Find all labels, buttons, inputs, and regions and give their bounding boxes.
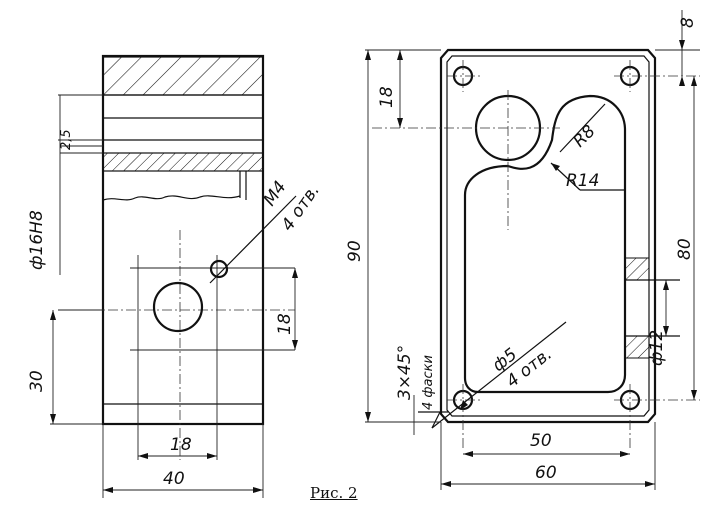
r14-arrow [551, 163, 560, 171]
hole-leader [431, 321, 567, 429]
label-top-offset-18: 18 [377, 86, 397, 108]
cavity-outline [463, 94, 627, 394]
through-hole-section-bottom [624, 335, 650, 359]
label-width-40: 40 [163, 469, 185, 489]
label-width-60: 60 [535, 463, 557, 483]
label-thread: М4 [260, 178, 291, 210]
left-view: ф16Н8 2,5 30 18 18 40 М4 4 отв. [27, 54, 324, 498]
label-chamfer: 3×45° [395, 345, 415, 400]
dim-arrows-8 [679, 40, 685, 86]
label-r8: R8 [569, 121, 599, 151]
r8-leader [559, 103, 606, 153]
label-spacing-50: 50 [530, 431, 552, 451]
hole-leader-arrow [460, 400, 468, 410]
left-top-wall-section [102, 56, 264, 96]
label-height-30: 30 [27, 370, 47, 392]
figure-caption: Рис. 2 [310, 484, 358, 502]
label-wall: 2,5 [59, 129, 74, 150]
right-view: 18 90 8 80 ф12 R8 R14 3×45° 4 фаски ф5 4… [345, 10, 700, 490]
label-spacing-18-v: 18 [275, 313, 295, 335]
threaded-hole-circle [209, 259, 229, 279]
label-height-90: 90 [345, 240, 365, 262]
label-through-dia: ф12 [647, 330, 667, 366]
label-pocket-80: 80 [675, 238, 695, 260]
right-body-outline [439, 48, 657, 424]
central-bore-circle [152, 281, 204, 333]
left-body-outline [101, 54, 265, 426]
thread-leader [209, 195, 297, 284]
right-body-inner-outline [446, 55, 650, 417]
label-r14: R14 [566, 171, 599, 191]
label-hole-offset-8: 8 [678, 17, 698, 28]
label-bore-dia: ф16Н8 [27, 210, 47, 270]
chamfer-leader [431, 411, 441, 429]
dim-arrows-18-v [292, 268, 298, 350]
left-thin-wall-section [102, 152, 264, 172]
through-hole-section-top [624, 257, 650, 281]
label-chamfer-count: 4 фаски [421, 355, 436, 410]
break-line [102, 195, 241, 201]
label-spacing-18-h: 18 [170, 435, 192, 455]
